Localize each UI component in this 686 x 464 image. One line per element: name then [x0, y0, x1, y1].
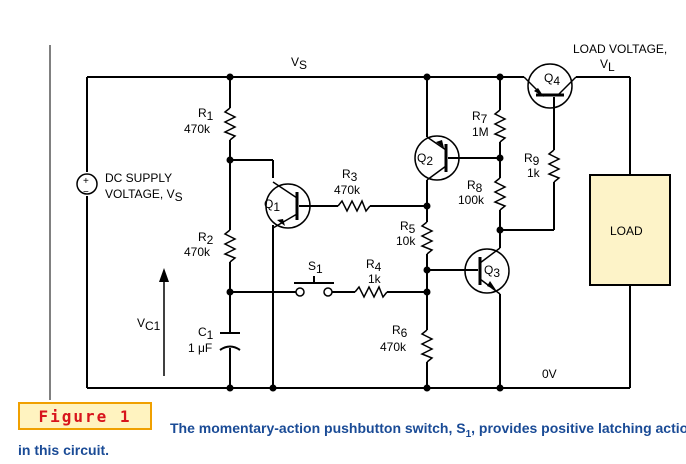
dc-supply-label-line2: VOLTAGE, VS — [105, 187, 183, 204]
transistor-q4 — [523, 63, 577, 110]
resistor-r4 — [354, 285, 388, 299]
transistor-q3 — [464, 247, 510, 295]
figure-caption-line2: in this circuit. — [18, 442, 110, 458]
r5-value: 10k — [396, 234, 416, 248]
capacitor-c1 — [219, 332, 241, 351]
vl-label: VL — [600, 57, 615, 74]
c1-value: 1 μF — [188, 341, 212, 355]
resistor-r1 — [223, 107, 237, 141]
figure-caption-line1: The momentary-action pushbutton switch, … — [170, 420, 686, 440]
resistor-r8 — [493, 177, 507, 211]
transistor-q2 — [414, 135, 460, 181]
load-box — [589, 174, 671, 286]
r2-name: R2 — [198, 230, 214, 247]
resistor-r5 — [420, 221, 434, 255]
r2-value: 470k — [184, 245, 211, 259]
resistor-r7 — [493, 109, 507, 143]
r4-name: R4 — [366, 257, 382, 274]
r8-value: 100k — [458, 193, 485, 207]
vc1-arrow — [159, 268, 169, 376]
resistors — [223, 107, 561, 363]
figure-label-box: Figure 1 — [18, 402, 152, 430]
r7-name: R7 — [472, 109, 488, 126]
q4-name: Q4 — [544, 71, 560, 88]
r1-value: 470k — [184, 122, 211, 136]
s1-name: S1 — [308, 259, 323, 276]
vc1-label: VC1 — [137, 316, 161, 333]
ov-label: 0V — [542, 367, 557, 381]
r6-value: 470k — [380, 340, 407, 354]
plus-sign: + — [83, 176, 89, 187]
resistor-r6 — [420, 329, 434, 363]
resistor-r3 — [337, 199, 371, 213]
q3-name: Q3 — [484, 263, 500, 280]
r1-name: R1 — [198, 106, 214, 123]
minus-sign: − — [83, 187, 89, 198]
r7-value: 1M — [472, 125, 489, 139]
vs-label: VS — [291, 55, 307, 72]
figure-label: Figure 1 — [38, 406, 132, 426]
circuit-schematic: + − — [49, 42, 671, 400]
load-voltage-label: LOAD VOLTAGE, — [573, 42, 667, 56]
r8-name: R8 — [467, 178, 483, 195]
r4-value: 1k — [368, 272, 382, 286]
r5-name: R5 — [400, 219, 416, 236]
dc-supply-label-line1: DC SUPPLY — [105, 171, 172, 185]
pushbutton-s1 — [294, 276, 334, 297]
c1-name: C1 — [198, 325, 214, 342]
resistor-r2 — [223, 229, 237, 263]
r9-name: R9 — [524, 151, 540, 168]
r3-value: 470k — [334, 183, 361, 197]
r3-name: R3 — [342, 167, 358, 184]
r9-value: 1k — [527, 166, 541, 180]
transistor-q1 — [265, 181, 311, 229]
resistor-r9 — [547, 149, 561, 183]
junction-dots — [226, 73, 504, 392]
dc-supply-symbol: + − — [76, 172, 98, 198]
q2-name: Q2 — [417, 151, 433, 168]
wiring — [86, 76, 631, 389]
q1-name: Q1 — [264, 197, 280, 214]
r6-name: R6 — [392, 323, 408, 340]
load-label: LOAD — [610, 224, 643, 238]
